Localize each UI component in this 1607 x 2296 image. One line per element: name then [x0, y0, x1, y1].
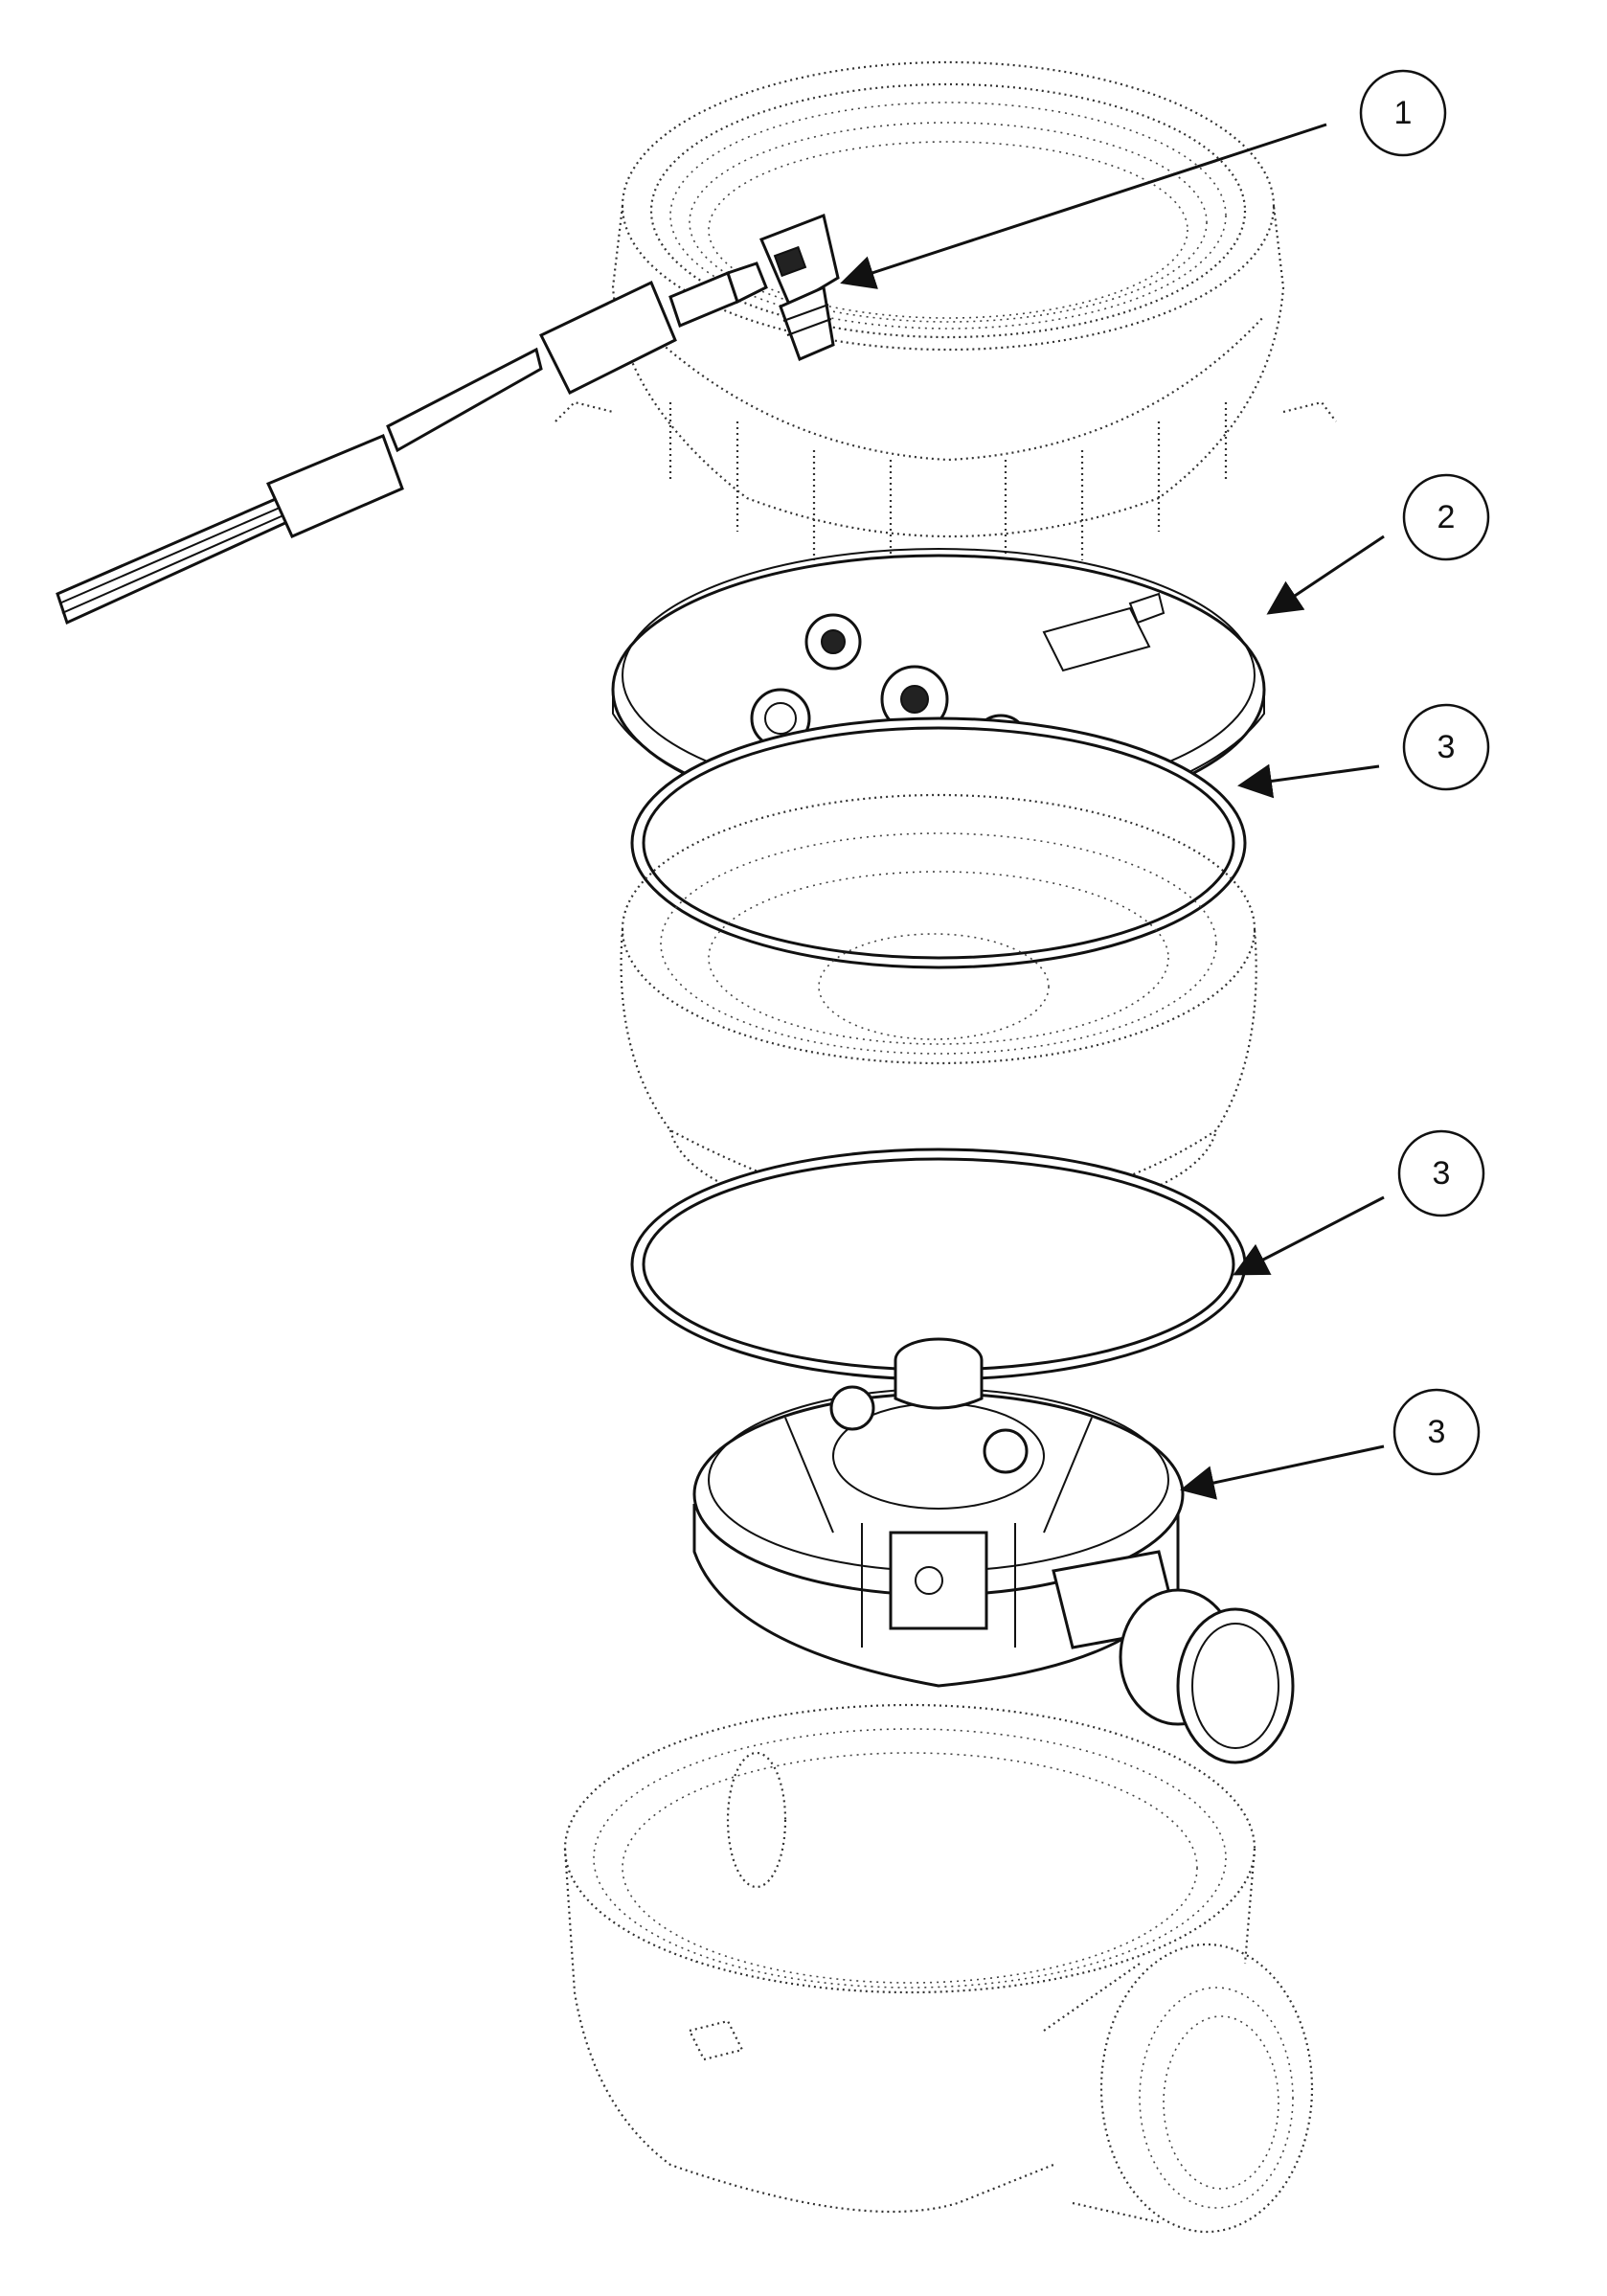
o-ring-middle	[630, 1148, 1247, 1381]
threaded-collar	[555, 60, 1337, 575]
callout-3-lower: 3	[1392, 1388, 1481, 1476]
leader-3c	[1180, 1444, 1385, 1500]
leader-3b	[1233, 1195, 1385, 1276]
callout-1-label: 1	[1394, 95, 1413, 131]
callout-1: 1	[1359, 69, 1447, 157]
leader-3a	[1237, 763, 1380, 799]
bottom-tee-housing	[563, 1703, 1314, 2234]
callout-3-lower-label: 3	[1428, 1414, 1446, 1450]
leader-1	[840, 123, 1327, 289]
callout-2: 2	[1402, 473, 1490, 561]
callout-3-upper: 3	[1402, 703, 1490, 791]
leader-2	[1266, 534, 1385, 615]
callout-3-upper-label: 3	[1437, 729, 1456, 765]
lower-valve-body	[692, 1337, 1295, 1764]
cable-connector-assembly	[56, 213, 840, 625]
leader-lines	[840, 123, 1385, 1500]
callout-2-label: 2	[1437, 499, 1456, 535]
callout-3-middle: 3	[1397, 1129, 1485, 1217]
o-ring-upper	[630, 716, 1247, 969]
callout-3-middle-label: 3	[1433, 1155, 1451, 1192]
